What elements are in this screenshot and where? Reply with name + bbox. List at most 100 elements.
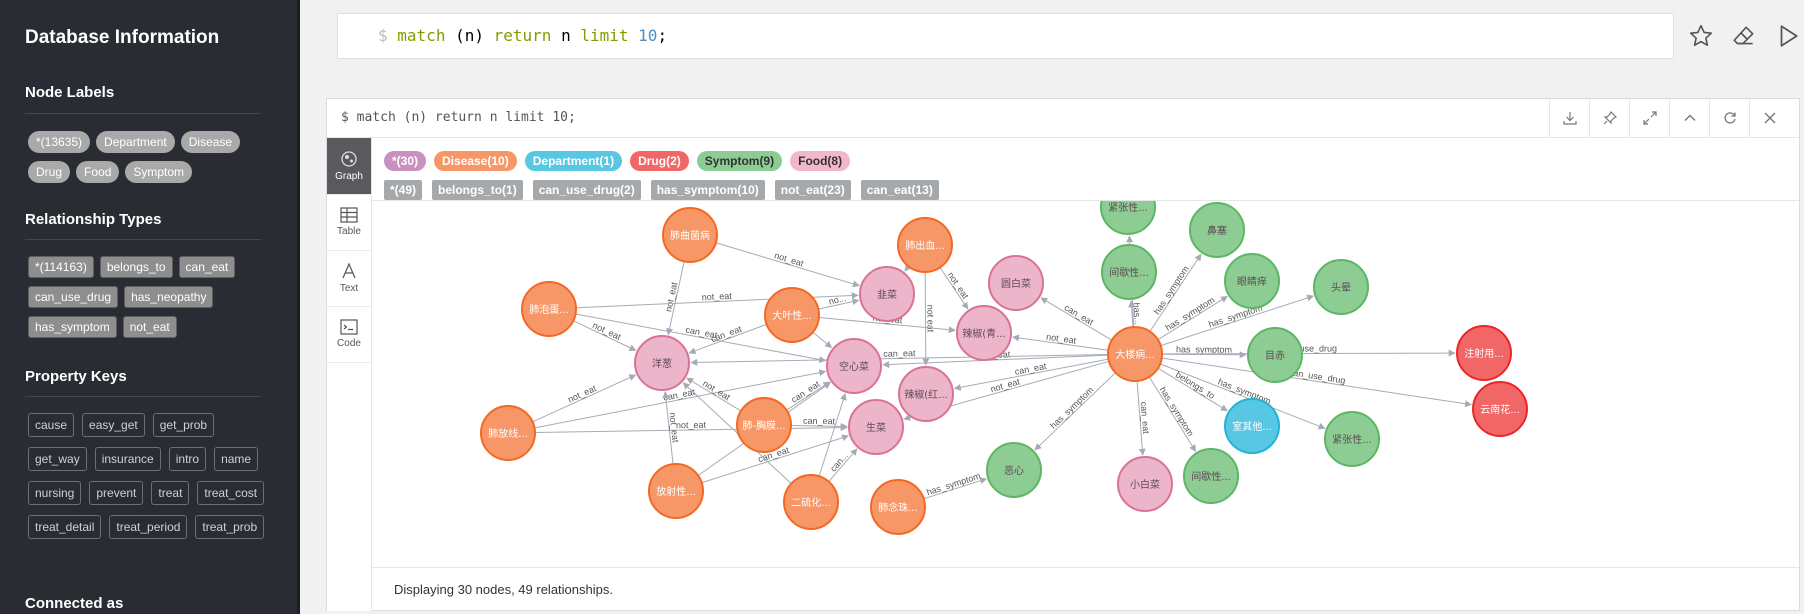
graph-node-disease[interactable]: 肺-胸膜... bbox=[736, 397, 792, 453]
property-key-chip[interactable]: intro bbox=[168, 447, 207, 471]
graph-node-disease[interactable]: 二硫化... bbox=[783, 474, 839, 530]
node-circle[interactable] bbox=[521, 281, 577, 337]
edge-line[interactable] bbox=[534, 424, 848, 434]
edge-line[interactable] bbox=[904, 263, 912, 272]
graph-node-disease[interactable]: 大楼病... bbox=[1107, 326, 1163, 382]
graph-node-drug[interactable]: 注射用... bbox=[1456, 325, 1512, 381]
edge-line[interactable] bbox=[818, 392, 847, 477]
edge-line[interactable] bbox=[662, 391, 674, 465]
node-circle[interactable] bbox=[986, 442, 1042, 498]
relationship-edge[interactable]: not_eat bbox=[663, 261, 685, 336]
node-circle[interactable] bbox=[898, 366, 954, 422]
relationship-edge[interactable]: can_eat bbox=[786, 379, 831, 411]
property-key-chip[interactable]: easy_get bbox=[82, 413, 145, 437]
run-play-icon[interactable] bbox=[1774, 22, 1802, 50]
relationship-edge[interactable]: can_eat bbox=[690, 348, 1109, 366]
edge-line[interactable] bbox=[573, 320, 637, 351]
graph-node-food[interactable]: 空心菜 bbox=[826, 338, 882, 394]
edge-line[interactable] bbox=[690, 354, 1109, 366]
graph-node-disease[interactable]: 肺泡蛋... bbox=[521, 281, 577, 337]
edge-line[interactable] bbox=[701, 434, 850, 484]
rel-type-chip[interactable]: belongs_to bbox=[99, 256, 173, 278]
relationship-edge[interactable]: can_use_drug bbox=[1161, 343, 1456, 357]
rel-type-chip[interactable]: has_neopathy bbox=[124, 286, 214, 308]
edge-line[interactable] bbox=[790, 422, 848, 430]
relationship-edge[interactable] bbox=[812, 331, 833, 349]
rel-type-chip[interactable]: has_symptom bbox=[28, 316, 117, 338]
edge-line[interactable] bbox=[666, 261, 685, 336]
relationship-edge[interactable]: not_eat bbox=[1012, 332, 1109, 351]
node-circle[interactable] bbox=[1324, 411, 1380, 467]
relationship-edge[interactable]: has... bbox=[1128, 300, 1143, 328]
node-circle[interactable] bbox=[1224, 398, 1280, 454]
property-key-chip[interactable]: get_prob bbox=[152, 413, 215, 437]
graph-node-disease[interactable]: 大叶性... bbox=[764, 287, 820, 343]
edge-line[interactable] bbox=[1012, 334, 1109, 351]
legend-rel-chip[interactable]: belongs_to(1) bbox=[432, 180, 523, 200]
node-circle[interactable] bbox=[826, 338, 882, 394]
node-label-chip[interactable]: *(13635) bbox=[28, 131, 91, 153]
edge-line[interactable] bbox=[686, 377, 742, 412]
edge-line[interactable] bbox=[1149, 253, 1202, 332]
graph-node-food[interactable]: 洋葱 bbox=[634, 335, 690, 391]
legend-label-department[interactable]: Department(1) bbox=[524, 151, 623, 171]
node-circle[interactable] bbox=[736, 397, 792, 453]
property-key-chip[interactable]: name bbox=[214, 447, 259, 471]
legend-rel-chip[interactable]: not_eat(23) bbox=[774, 180, 851, 200]
property-key-chip[interactable]: treat bbox=[151, 481, 190, 505]
clear-eraser-icon[interactable] bbox=[1730, 22, 1758, 50]
node-label-chip[interactable]: Disease bbox=[180, 131, 241, 153]
edge-line[interactable] bbox=[812, 331, 833, 349]
fullscreen-icon[interactable] bbox=[1629, 99, 1670, 137]
relationship-edge[interactable]: not_eat bbox=[532, 374, 637, 423]
graph-node-drug[interactable]: 云南花... bbox=[1472, 381, 1528, 437]
graph-node-symptom[interactable]: 紧张性... bbox=[1100, 201, 1156, 235]
relationship-edge[interactable]: has_symptom bbox=[923, 471, 988, 500]
frame-query-text[interactable]: $ match (n) return n limit 10; bbox=[341, 110, 576, 125]
node-circle[interactable] bbox=[897, 217, 953, 273]
node-circle[interactable] bbox=[848, 399, 904, 455]
relationship-edge[interactable] bbox=[818, 392, 847, 477]
node-label-chip[interactable]: Food bbox=[76, 161, 120, 183]
node-circle[interactable] bbox=[1100, 201, 1156, 235]
relationship-edge[interactable]: has_symptom bbox=[1161, 344, 1247, 359]
legend-rel-chip[interactable]: has_symptom(10) bbox=[650, 180, 765, 200]
edge-line[interactable] bbox=[953, 358, 1109, 391]
node-circle[interactable] bbox=[480, 405, 536, 461]
legend-label-disease[interactable]: Disease(10) bbox=[434, 151, 517, 171]
tab-code[interactable]: Code bbox=[327, 306, 371, 363]
node-circle[interactable] bbox=[783, 474, 839, 530]
edge-line[interactable] bbox=[1161, 349, 1456, 357]
edge-line[interactable] bbox=[534, 369, 827, 429]
relationship-edge[interactable]: has_symptom bbox=[1034, 372, 1116, 451]
graph-node-food[interactable]: 小白菜 bbox=[1117, 456, 1173, 512]
rel-type-chip[interactable]: can_eat bbox=[178, 256, 236, 278]
graph-node-disease[interactable]: 肺出血... bbox=[897, 217, 953, 273]
property-key-chip[interactable]: treat_period bbox=[109, 515, 188, 539]
node-circle[interactable] bbox=[764, 287, 820, 343]
legend-label-symptom[interactable]: Symptom(9) bbox=[696, 151, 783, 171]
edge-line[interactable] bbox=[688, 323, 767, 355]
edge-line[interactable] bbox=[818, 317, 956, 334]
tab-table[interactable]: Table bbox=[327, 194, 371, 251]
property-key-chip[interactable]: prevent bbox=[89, 481, 144, 505]
graph-node-symptom[interactable]: 间歇性... bbox=[1183, 448, 1239, 504]
graph-node-disease[interactable]: 肺放线... bbox=[480, 405, 536, 461]
legend-label-food[interactable]: Food(8) bbox=[790, 151, 851, 171]
node-circle[interactable] bbox=[1247, 327, 1303, 383]
graph-node-food[interactable]: 圆白菜 bbox=[988, 255, 1044, 311]
relationship-edge[interactable]: not eat bbox=[922, 271, 936, 366]
relationship-edge[interactable]: not_eat bbox=[939, 267, 971, 310]
graph-node-symptom[interactable]: 眼睛痒 bbox=[1224, 253, 1280, 309]
graph-node-symptom[interactable]: 目赤 bbox=[1247, 327, 1303, 383]
relationship-edge[interactable]: can... bbox=[828, 448, 858, 482]
legend-rel-chip[interactable]: can_use_drug(2) bbox=[532, 180, 641, 200]
node-circle[interactable] bbox=[1107, 326, 1163, 382]
node-circle[interactable] bbox=[988, 255, 1044, 311]
edge-line[interactable] bbox=[1159, 363, 1326, 430]
node-circle[interactable] bbox=[956, 305, 1012, 361]
node-label-chip[interactable]: Department bbox=[96, 131, 175, 153]
graph-node-food[interactable]: 韭菜 bbox=[859, 266, 915, 322]
edge-line[interactable] bbox=[1128, 300, 1136, 328]
